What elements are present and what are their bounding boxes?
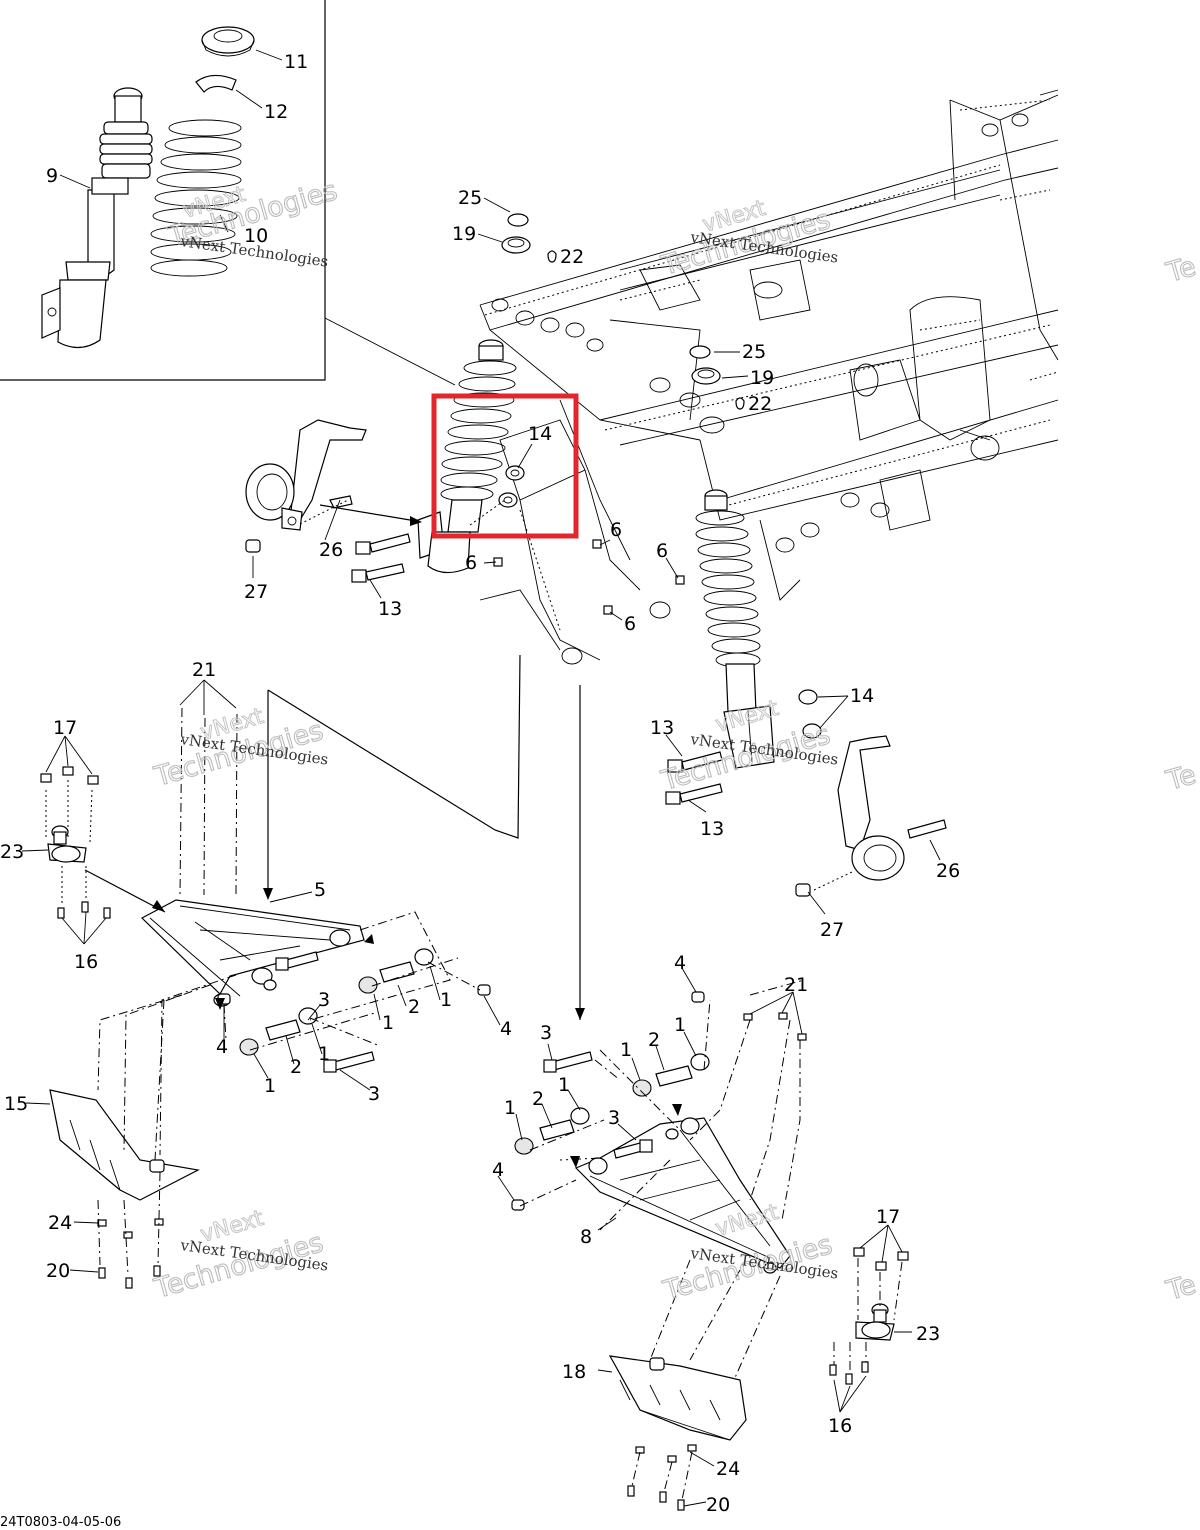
callout-1: 1: [504, 1097, 516, 1119]
watermark-side: Te: [1162, 251, 1199, 289]
shock-absorber-9: [41, 87, 153, 349]
assembly-arrows: [84, 504, 682, 1168]
callout-26: 26: [319, 539, 343, 561]
callout-27: 27: [244, 581, 268, 603]
callout-16: 16: [74, 951, 98, 973]
callout-17: 17: [876, 1206, 900, 1228]
callout-23: 23: [0, 841, 24, 863]
callout-22: 22: [560, 246, 584, 268]
callout-25: 25: [742, 341, 766, 363]
drawing-code: 24T0803-04-05-06: [0, 1515, 121, 1530]
callout-5: 5: [314, 879, 326, 901]
right-knuckle: [795, 735, 947, 897]
callout-11: 11: [284, 51, 308, 73]
callout-24: 24: [716, 1458, 740, 1480]
callout-4: 4: [492, 1159, 504, 1181]
callout-26: 26: [936, 860, 960, 882]
watermark-side: Te: [1162, 1269, 1199, 1307]
callout-labels: 11 12 9 10 25 19 22 25 19 22 14 26 27 13…: [0, 51, 960, 1530]
right-a-arm-bushings: [511, 991, 807, 1211]
highlight-box: [431, 393, 579, 539]
callout-16: 16: [828, 1415, 852, 1437]
left-bolts-13-26: [299, 499, 411, 583]
callout-1: 1: [318, 1043, 330, 1065]
callout-1: 1: [558, 1074, 570, 1096]
callout-2: 2: [290, 1056, 302, 1078]
callout-4: 4: [216, 1036, 228, 1058]
callout-4: 4: [500, 1018, 512, 1040]
callout-8: 8: [580, 1226, 592, 1248]
callout-23: 23: [916, 1323, 940, 1345]
callout-14: 14: [850, 685, 874, 707]
bolts-6: [493, 539, 685, 615]
upper-bearings: [501, 213, 745, 410]
callout-1: 1: [674, 1014, 686, 1036]
callout-1: 1: [440, 989, 452, 1011]
right-a-arm: [574, 1117, 791, 1274]
callout-13: 13: [378, 598, 402, 620]
watermark-side: Te: [1162, 759, 1199, 797]
callout-2: 2: [408, 996, 420, 1018]
callout-3: 3: [368, 1083, 380, 1105]
assembly-axes: [97, 654, 903, 1501]
callout-18: 18: [562, 1361, 586, 1383]
right-skid-plate: [608, 1355, 747, 1511]
left-ball-joint: [40, 766, 111, 919]
callout-9: 9: [46, 165, 58, 187]
callout-20: 20: [46, 1260, 70, 1282]
callout-12: 12: [264, 101, 288, 123]
callout-1: 1: [620, 1039, 632, 1061]
vehicle-frame: [479, 89, 1059, 665]
callout-1: 1: [382, 1012, 394, 1034]
callout-15: 15: [4, 1093, 28, 1115]
callout-3: 3: [540, 1022, 552, 1044]
callout-21: 21: [784, 974, 808, 996]
callout-17: 17: [53, 717, 77, 739]
callout-21: 21: [192, 659, 216, 681]
left-a-arm-bushings: [217, 948, 491, 1073]
callout-10: 10: [244, 225, 268, 247]
callout-1: 1: [264, 1075, 276, 1097]
callout-6: 6: [624, 613, 636, 635]
callout-25: 25: [458, 187, 482, 209]
callout-4: 4: [674, 952, 686, 974]
callout-6: 6: [465, 552, 477, 574]
right-shock-assembly: [665, 489, 822, 805]
callout-3: 3: [608, 1107, 620, 1129]
left-shock-assembly: [417, 339, 525, 574]
shock-detail-inset: [0, 0, 456, 386]
callout-27: 27: [820, 919, 844, 941]
leader-lines: [21, 49, 941, 1507]
callout-3: 3: [318, 989, 330, 1011]
callout-13: 13: [700, 818, 724, 840]
callout-24: 24: [48, 1212, 72, 1234]
left-knuckle: [245, 419, 367, 553]
callout-2: 2: [532, 1088, 544, 1110]
callout-6: 6: [610, 519, 622, 541]
callout-19: 19: [452, 223, 476, 245]
right-ball-joint: [829, 1247, 909, 1385]
callout-2: 2: [648, 1029, 660, 1051]
left-skid-plate: [49, 1089, 200, 1289]
callout-20: 20: [706, 1494, 730, 1516]
callout-22: 22: [748, 393, 772, 415]
callout-6: 6: [656, 540, 668, 562]
callout-14: 14: [528, 423, 552, 445]
left-a-arm: [140, 899, 365, 1007]
callout-19: 19: [750, 367, 774, 389]
coil-spring-10: [150, 119, 242, 277]
callout-13: 13: [650, 717, 674, 739]
